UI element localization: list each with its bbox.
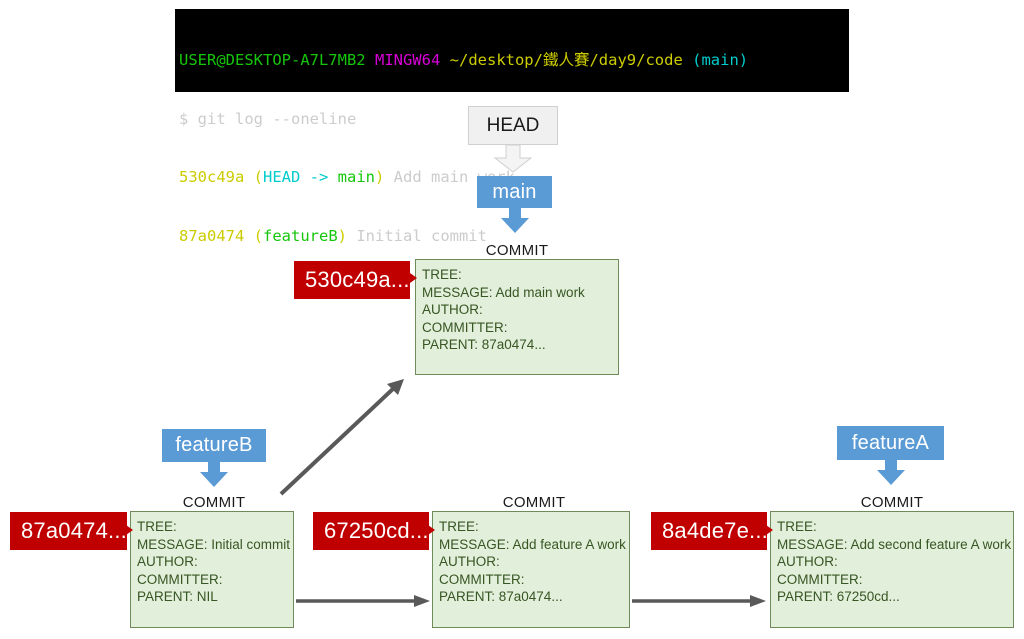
branch-label-main-text: main xyxy=(492,180,537,203)
commit-fa1-parent: PARENT: 87a0474... xyxy=(439,589,563,604)
log-message-2: Initial commit xyxy=(356,226,487,245)
hash-fa2-pointer-arrow-icon xyxy=(758,524,773,536)
prompt-path: ~/desktop/鐵人賽/day9/code xyxy=(449,51,683,69)
hash-label-featureA-second-text: 8a4de7e... xyxy=(662,518,768,543)
hash-label-main-commit-text: 530c49a... xyxy=(305,267,410,292)
commit-caption-initial-text: COMMIT xyxy=(182,494,246,511)
connector-fa1-to-fa2-arrow-icon xyxy=(632,592,768,610)
hash-fa1-pointer-arrow-icon xyxy=(420,524,435,536)
commit-fa2-committer: COMMITTER: xyxy=(777,571,863,587)
featureB-to-commit-arrow-icon xyxy=(199,462,229,488)
commit-caption-featureA-first: COMMIT xyxy=(460,494,608,511)
log-hash-2: 87a0474 xyxy=(179,226,245,245)
commit-main-message: MESSAGE: Add main work xyxy=(422,284,585,300)
log-ref-2: featureB xyxy=(263,226,338,245)
commit-fa2-tree: TREE: xyxy=(777,519,817,534)
connector-initial-to-main-arrow-icon xyxy=(275,375,410,500)
terminal-prompt-line: USER@DESKTOP-A7L7MB2 MINGW64 ~/desktop/鐵… xyxy=(179,51,845,71)
main-to-commit-arrow-icon xyxy=(500,208,530,234)
commit-main-parent: PARENT: 87a0474... xyxy=(422,337,546,352)
featureA-to-commit-arrow-icon xyxy=(876,460,906,486)
hash-initial-pointer-arrow-icon xyxy=(118,524,133,536)
commit-initial-parent: PARENT: NIL xyxy=(137,589,218,604)
hash-label-featureA-second[interactable]: 8a4de7e... xyxy=(651,512,768,550)
commit-box-featureA-second: TREE: MESSAGE: Add second feature A work… xyxy=(770,511,1014,628)
commit-caption-featureA-second-text: COMMIT xyxy=(860,494,924,511)
commit-box-featureA-first: TREE: MESSAGE: Add feature A work AUTHOR… xyxy=(432,511,630,628)
branch-label-featureA[interactable]: featureA xyxy=(837,426,944,460)
commit-box-initial: TREE: MESSAGE: Initial commit AUTHOR: CO… xyxy=(130,511,294,628)
connector-initial-to-fa1-arrow-icon xyxy=(296,592,432,610)
commit-fa2-message: MESSAGE: Add second feature A work xyxy=(777,536,1012,552)
commit-caption-featureA-second: COMMIT xyxy=(818,494,966,511)
head-to-main-arrow-icon xyxy=(493,144,533,173)
log-paren-open-1: ( xyxy=(244,168,263,186)
log-ref-1: main xyxy=(337,168,375,186)
commit-fa1-author: AUTHOR: xyxy=(439,554,500,569)
hash-label-main-commit[interactable]: 530c49a... xyxy=(294,261,410,299)
commit-initial-committer: COMMITTER: xyxy=(137,571,223,587)
commit-initial-tree: TREE: xyxy=(137,519,177,534)
log-head-1: HEAD -> xyxy=(263,168,338,186)
commit-fa2-parent: PARENT: 67250cd... xyxy=(777,589,900,604)
hash-label-featureA-first[interactable]: 67250cd... xyxy=(313,512,429,550)
hash-label-initial-commit[interactable]: 87a0474... xyxy=(10,512,127,550)
head-label: HEAD xyxy=(486,114,540,136)
prompt-branch: (main) xyxy=(692,51,749,69)
commit-fa1-tree: TREE: xyxy=(439,519,479,534)
commit-main-author: AUTHOR: xyxy=(422,302,483,317)
terminal-log-line-2: 87a0474 (featureB) Initial commit xyxy=(179,227,845,247)
hash-main-pointer-arrow-icon xyxy=(402,272,417,284)
branch-label-featureB[interactable]: featureB xyxy=(162,429,266,462)
prompt-shell: MINGW64 xyxy=(374,51,441,69)
commit-caption-featureA-first-text: COMMIT xyxy=(502,494,566,511)
branch-label-featureB-text: featureB xyxy=(175,434,253,456)
head-box: HEAD xyxy=(468,106,558,145)
commit-initial-author: AUTHOR: xyxy=(137,554,198,569)
commit-caption-initial: COMMIT xyxy=(140,494,288,511)
log-paren-close-1: ) xyxy=(374,168,394,186)
hash-label-initial-commit-text: 87a0474... xyxy=(21,518,127,543)
commit-caption-main-text: COMMIT xyxy=(485,242,549,259)
command-prefix: $ xyxy=(179,109,198,128)
command-text: git log --oneline xyxy=(197,109,357,128)
log-paren-open-2: ( xyxy=(244,226,263,245)
terminal-window: USER@DESKTOP-A7L7MB2 MINGW64 ~/desktop/鐵… xyxy=(175,9,849,245)
hash-label-featureA-first-text: 67250cd... xyxy=(324,518,429,543)
commit-initial-message: MESSAGE: Initial commit xyxy=(137,536,291,552)
terminal-command-line: $ git log --oneline xyxy=(179,110,845,130)
commit-main-committer: COMMITTER: xyxy=(422,319,508,335)
branch-label-featureA-text: featureA xyxy=(851,431,930,454)
commit-fa1-committer: COMMITTER: xyxy=(439,571,525,587)
commit-fa1-message: MESSAGE: Add feature A work xyxy=(439,536,626,552)
log-hash-1: 530c49a xyxy=(179,168,245,186)
commit-caption-main: COMMIT xyxy=(443,242,591,259)
prompt-user: USER@DESKTOP-A7L7MB2 xyxy=(179,51,366,69)
commit-fa2-author: AUTHOR: xyxy=(777,554,838,569)
log-paren-close-2: ) xyxy=(337,226,357,245)
branch-label-main[interactable]: main xyxy=(477,176,552,208)
commit-box-main: TREE: MESSAGE: Add main work AUTHOR: COM… xyxy=(415,259,619,375)
commit-main-tree: TREE: xyxy=(422,267,462,282)
